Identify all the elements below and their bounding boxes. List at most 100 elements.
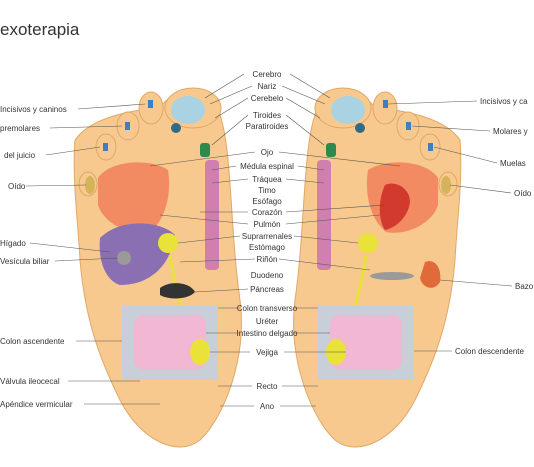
- label-nariz: Nariz: [258, 82, 277, 91]
- label-intestino-delgado: Intestino delgado: [237, 329, 298, 338]
- right-small-intestine: [330, 315, 402, 370]
- label-medula-espinal: Médula espinal: [240, 162, 294, 171]
- leader-traquea: [211, 178, 325, 184]
- leader-oido-right: [449, 184, 512, 194]
- leader-ojo: [149, 151, 401, 167]
- label-molares: Molares y: [493, 127, 528, 136]
- leader-tiroides: [211, 114, 325, 146]
- left-small-intestine: [134, 315, 206, 370]
- label-suprarrenales: Suprarrenales: [242, 232, 292, 241]
- leader-incisivos-right: [387, 100, 478, 105]
- label-ano: Ano: [260, 402, 275, 411]
- label-tiroides: Tiroides: [253, 111, 281, 120]
- leader-pancreas: [194, 288, 249, 293]
- label-apendice: Apéndice vermicular: [0, 400, 73, 409]
- right-labels: Incisivos y ca Molares y Muelas Oído Baz…: [455, 97, 534, 356]
- left-brain: [171, 96, 205, 124]
- label-colon-transverso: Colon transverso: [237, 304, 298, 313]
- label-corazon: Corazón: [252, 208, 282, 217]
- left-tooth: [148, 100, 153, 108]
- page-title: exoterapia: [0, 20, 80, 39]
- left-foot: [73, 87, 242, 448]
- right-tooth: [428, 143, 433, 151]
- label-colon-descendente: Colon descendente: [455, 347, 524, 356]
- right-leader-lines: [387, 100, 513, 352]
- label-valvula: Válvula ileocecal: [0, 377, 60, 386]
- right-ear: [441, 176, 451, 194]
- leader-pulmon: [159, 214, 381, 225]
- left-bladder: [190, 339, 210, 365]
- right-spine: [317, 160, 331, 270]
- label-incisivos-right: Incisivos y ca: [480, 97, 528, 106]
- left-labels: Incisivos y caninos premolares del juici…: [0, 105, 73, 409]
- right-adrenal: [358, 233, 378, 253]
- left-pituitary: [171, 123, 181, 133]
- label-traquea: Tráquea: [252, 175, 282, 184]
- leader-molares: [411, 125, 491, 132]
- leader-muelas: [433, 146, 498, 164]
- label-oido-left: Oído: [8, 182, 26, 191]
- label-duodeno: Duodeno: [251, 271, 284, 280]
- label-del-juicio: del juicio: [4, 151, 36, 160]
- leader-bazo: [439, 279, 513, 287]
- label-higado: Hígado: [0, 239, 26, 248]
- right-kidney-bar: [370, 272, 414, 280]
- label-esofago: Esófago: [252, 197, 282, 206]
- leader-oido-left: [25, 184, 87, 187]
- right-brain: [331, 96, 365, 124]
- left-lung: [98, 162, 170, 233]
- label-vejiga: Vejiga: [256, 348, 278, 357]
- right-pituitary: [355, 123, 365, 133]
- label-paratiroides: Paratiroides: [246, 122, 289, 131]
- right-spleen: [420, 261, 441, 288]
- leader-vesicula: [54, 257, 119, 262]
- label-oido-right: Oído: [514, 189, 532, 198]
- left-pancreas: [160, 283, 195, 299]
- label-cerebro: Cerebro: [253, 70, 282, 79]
- label-cerebelo: Cerebelo: [251, 94, 284, 103]
- leader-nariz: [209, 85, 326, 105]
- label-bazo: Bazo: [515, 282, 534, 291]
- label-ureter: Uréter: [256, 317, 279, 326]
- left-adrenal: [158, 233, 178, 253]
- label-estomago: Estómago: [249, 243, 286, 252]
- label-premolares: premolares: [0, 124, 40, 133]
- label-rinon: Riñón: [257, 255, 278, 264]
- label-timo: Timo: [258, 186, 276, 195]
- center-labels: Cerebro Nariz Cerebelo Tiroides Paratiro…: [237, 70, 298, 411]
- left-ear: [85, 176, 95, 194]
- right-tooth: [406, 122, 411, 130]
- label-pulmon: Pulmón: [253, 220, 280, 229]
- left-tooth: [125, 122, 130, 130]
- left-leader-lines: [25, 103, 160, 405]
- label-colon-ascendente: Colon ascendente: [0, 337, 65, 346]
- right-tooth: [383, 100, 388, 108]
- left-liver: [99, 223, 175, 285]
- leader-premolares: [49, 125, 123, 129]
- right-thyroid: [326, 143, 336, 157]
- leader-cerebro: [204, 73, 331, 99]
- label-vesicula: Vesícula biliar: [0, 257, 50, 266]
- leader-higado: [29, 242, 111, 253]
- center-leader-lines: [149, 73, 401, 407]
- leader-del-juicio: [45, 146, 101, 156]
- label-muelas: Muelas: [500, 159, 526, 168]
- leader-rinon: [179, 258, 371, 271]
- label-incisivos-left: Incisivos y caninos: [0, 105, 67, 114]
- leader-suprarrenales: [177, 235, 359, 244]
- label-recto: Recto: [257, 382, 278, 391]
- label-pancreas: Páncreas: [250, 285, 284, 294]
- leader-incisivos-left: [77, 103, 146, 110]
- left-thyroid: [200, 143, 210, 157]
- leader-corazon: [200, 204, 386, 213]
- label-ojo: Ojo: [261, 148, 274, 157]
- right-heart: [379, 183, 410, 230]
- left-spine: [205, 160, 219, 270]
- right-foot: [293, 87, 462, 448]
- leader-medula: [211, 165, 325, 171]
- left-gallbladder: [117, 251, 131, 265]
- left-tooth: [103, 143, 108, 151]
- leader-cerebelo: [214, 97, 321, 119]
